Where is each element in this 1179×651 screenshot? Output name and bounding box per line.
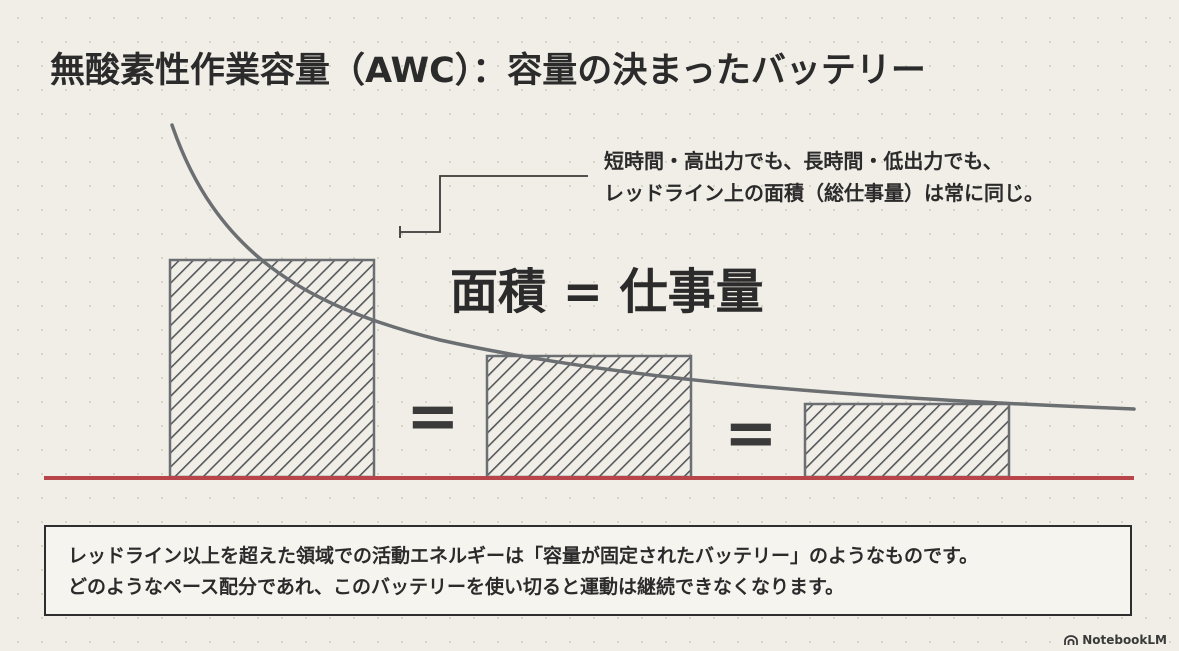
- callout-text: 短時間・高出力でも、長時間・低出力でも、 レッドライン上の面積（総仕事量）は常に…: [604, 145, 1044, 209]
- explanation-line-1: レッドライン以上を超えた領域での活動エネルギーは「容量が固定されたバッテリー」の…: [68, 545, 979, 567]
- brand-name: NotebookLM: [1082, 633, 1167, 647]
- bar-short-high: [168, 258, 376, 479]
- power-duration-curve: [170, 123, 1136, 411]
- page-title: 無酸素性作業容量（AWC）：容量の決まったバッテリー: [50, 51, 926, 91]
- equals-sign-1: =: [406, 380, 460, 454]
- bar-long-low: [803, 402, 1011, 479]
- callout-line-2: レッドライン上の面積（総仕事量）は常に同じ。: [604, 181, 1044, 205]
- bar-mid: [485, 354, 693, 479]
- callout-line-1: 短時間・高出力でも、長時間・低出力でも、: [604, 149, 1003, 173]
- area-equals-work-label: 面積 = 仕事量: [450, 264, 764, 320]
- explanation-box: レッドライン以上を超えた領域での活動エネルギーは「容量が固定されたバッテリー」の…: [44, 525, 1132, 616]
- equals-sign-2: =: [724, 397, 778, 471]
- brand-watermark: NotebookLM: [1064, 633, 1167, 647]
- callout-leader-line: [400, 175, 588, 233]
- notebooklm-logo-icon: [1064, 634, 1079, 645]
- explanation-line-2: どのようなペース配分であれ、このバッテリーを使い切ると運動は継続できなくなります…: [68, 576, 845, 598]
